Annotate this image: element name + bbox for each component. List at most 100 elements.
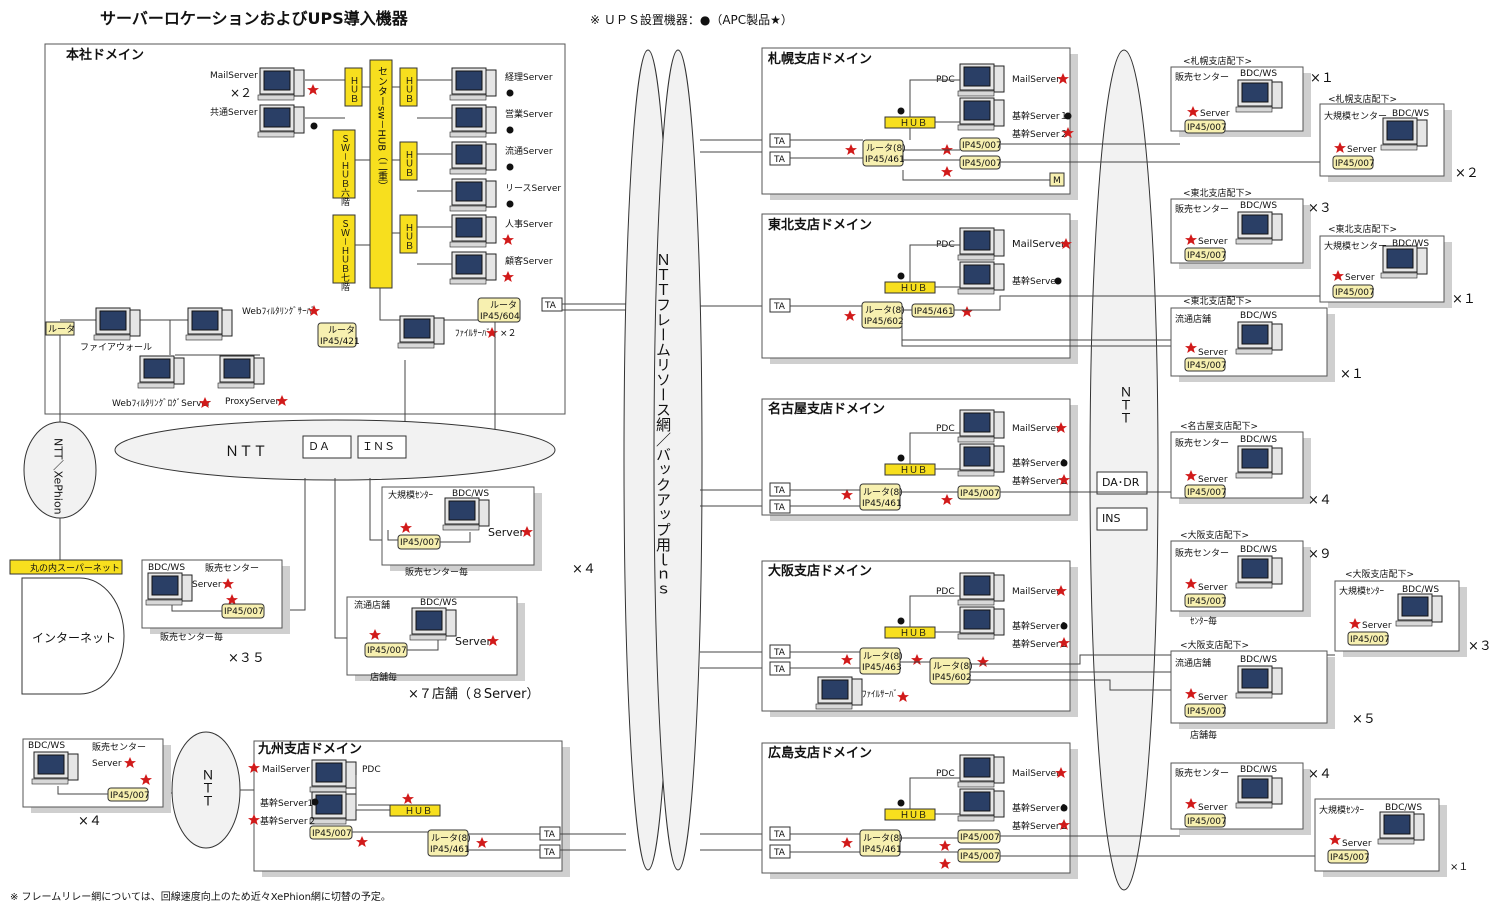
hq-weblog-label: WebﾌｨﾙﾀﾘﾝｸﾞﾛｸﾞServer — [112, 398, 211, 409]
ups-dot-icon — [1054, 277, 1062, 285]
router-label: IP45/007 — [224, 607, 264, 617]
hq-firewall-label: ファイアウォール — [80, 342, 152, 353]
router-label: IP45/007 — [1187, 123, 1227, 133]
branch-name: 大規模センター — [1324, 240, 1387, 252]
bdc-pc — [1395, 593, 1443, 627]
server-label: Server — [192, 580, 222, 590]
router-label: ルータ(8) — [865, 305, 905, 316]
ip-label: IP45/007 — [960, 489, 1000, 499]
hub-label: ＨＵＢ — [405, 807, 432, 817]
server1-label: 基幹Server１ — [1012, 457, 1069, 469]
firewall-pc — [93, 307, 141, 341]
hub-label: ＨＵＢ — [900, 466, 927, 476]
server-label: Server — [1198, 803, 1228, 813]
branch-name: 大規模ｾﾝﾀｰ — [388, 489, 434, 501]
router-label: ルータ(8) — [866, 143, 906, 154]
page-title: サーバーロケーションおよびUPS導入機器 — [100, 9, 409, 28]
hub-label: ＨＵＢ — [900, 629, 927, 639]
server1-pc — [309, 791, 357, 825]
ip-label: IP45/007 — [962, 159, 1002, 169]
hq-proxy-label: ProxyServer — [225, 397, 279, 407]
server-label: Server — [1198, 348, 1228, 358]
ta-label: TA — [773, 665, 786, 675]
ntt-kyushu-label: ＮＴＴ — [199, 768, 214, 807]
mail-label: MailServer — [1012, 75, 1060, 85]
ta-label: TA — [773, 503, 786, 513]
branch-name: 販売センター — [1175, 71, 1229, 83]
branch-tag: <大阪支店配下> — [1345, 568, 1414, 580]
footnote: ※ フレームリレー網については、回線速度向上のため近々XePhion網に切替の予… — [10, 890, 391, 903]
hq-swhub-7f: ＳＷ－ＨＵＢ七階 — [339, 219, 350, 292]
right-branches: <札幌支店配下> 販売センター BDC/WS Server IP45/007 ×… — [1170, 55, 1492, 877]
branch-count: ×３ — [1308, 201, 1332, 216]
kyushu-domain: 九州支店ドメイン MailServer PDC 基幹Server1 基幹Serv… — [248, 740, 626, 877]
branch-name: 販売センター — [1175, 547, 1229, 559]
ntt-da-label: ＤＡ — [308, 440, 330, 453]
branch-footer: 販売センター毎 — [405, 566, 468, 578]
ip-label: IP45/461 — [914, 307, 954, 317]
router-label: IP45/007 — [1335, 159, 1375, 169]
domain-title: 大阪支店ドメイン — [768, 563, 872, 579]
hq-domain-title: 本社ドメイン — [66, 47, 144, 63]
branch-footer: 店舗毎 — [370, 671, 397, 683]
ntt-ins-right-label: INS — [1102, 512, 1120, 525]
bdc-pc — [1235, 211, 1283, 245]
hq-keiri-label: 経理Server — [505, 71, 553, 83]
hq-hub-r2: ＨＵＢ — [403, 150, 413, 177]
domain-title: 広島支店ドメイン — [768, 745, 872, 761]
file-server-pc — [815, 676, 863, 710]
mail-server-pc — [257, 67, 305, 101]
mail-label: MailServer — [1012, 424, 1060, 434]
hq-hub-r1: ＨＵＢ — [403, 76, 413, 103]
ta-label: TA — [773, 302, 786, 312]
hq-file-count: ×２ — [500, 329, 517, 339]
bdc-label: BDC/WS — [420, 598, 457, 608]
hq-lease-label: リースServer — [505, 184, 561, 194]
hq-jinji-label: 人事Server — [505, 218, 553, 230]
modem-label: M — [1053, 176, 1061, 186]
ntt-dadr-label: DA･DR — [1102, 476, 1140, 489]
ntt-cloud-label: ＮＴＴ — [225, 444, 267, 460]
server1-pc — [957, 97, 1005, 131]
hq-eigyo-label: 営業Server — [505, 108, 553, 120]
branch-count: ×４ — [1308, 493, 1332, 508]
ta-label: TA — [543, 830, 556, 840]
sapporo-domain: 札幌支店ドメイン PDC MailServer 基幹Server１ 基幹Serv… — [761, 47, 1320, 200]
file-server-pc — [397, 315, 445, 349]
hq-router-421-model: IP45/421 — [320, 337, 360, 347]
pdc-label: PDC — [936, 769, 955, 779]
ip-label: IP45/007 — [962, 141, 1002, 151]
bdc-pc — [31, 751, 79, 785]
internet-label: インターネット — [32, 631, 116, 645]
branch-count: ×３５ — [228, 651, 265, 666]
ip-label: IP45/007 — [960, 833, 1000, 843]
branch-tag: <札幌支店配下> — [1183, 55, 1252, 67]
hq-fileserver-label: ﾌｧｲﾙｻｰﾊﾞ — [455, 328, 491, 339]
hub-label: ＨＵＢ — [900, 811, 927, 821]
ups-dot-icon — [506, 163, 514, 171]
bdc-label: BDC/WS — [148, 563, 185, 573]
branch-footer: 店舗毎 — [1190, 729, 1217, 741]
branch-count: ×２ — [1455, 166, 1479, 181]
hq-ryutsu-label: 流通Server — [505, 145, 553, 157]
server1-label: 基幹Server — [1012, 275, 1060, 287]
server2-label: 基幹Server２ — [1012, 820, 1069, 832]
server1-pc — [957, 261, 1005, 295]
router-model: IP45/461 — [862, 499, 902, 509]
server2-label: 基幹Server２ — [1012, 638, 1069, 650]
tohoku-domain: 東北支店ドメイン PDC MailServer 基幹Server ＨＵＢ ルータ… — [761, 213, 1320, 364]
router-model: IP45/461 — [862, 845, 902, 855]
pdc-label: PDC — [936, 424, 955, 434]
branch-tag: <札幌支店配下> — [1328, 93, 1397, 105]
bdc-pc — [1235, 775, 1283, 809]
mail-label: MailServer — [1012, 769, 1060, 779]
branch-name: 流通店舗 — [354, 599, 390, 611]
bdc-pc — [442, 497, 490, 531]
ta-label: TA — [773, 848, 786, 858]
router-model: IP45/602 — [864, 317, 904, 327]
router-label: IP45/007 — [1335, 288, 1375, 298]
router-label: IP45/007 — [1330, 853, 1370, 863]
domain-title: 九州支店ドメイン — [257, 741, 362, 757]
server-label: Server — [1342, 839, 1372, 849]
